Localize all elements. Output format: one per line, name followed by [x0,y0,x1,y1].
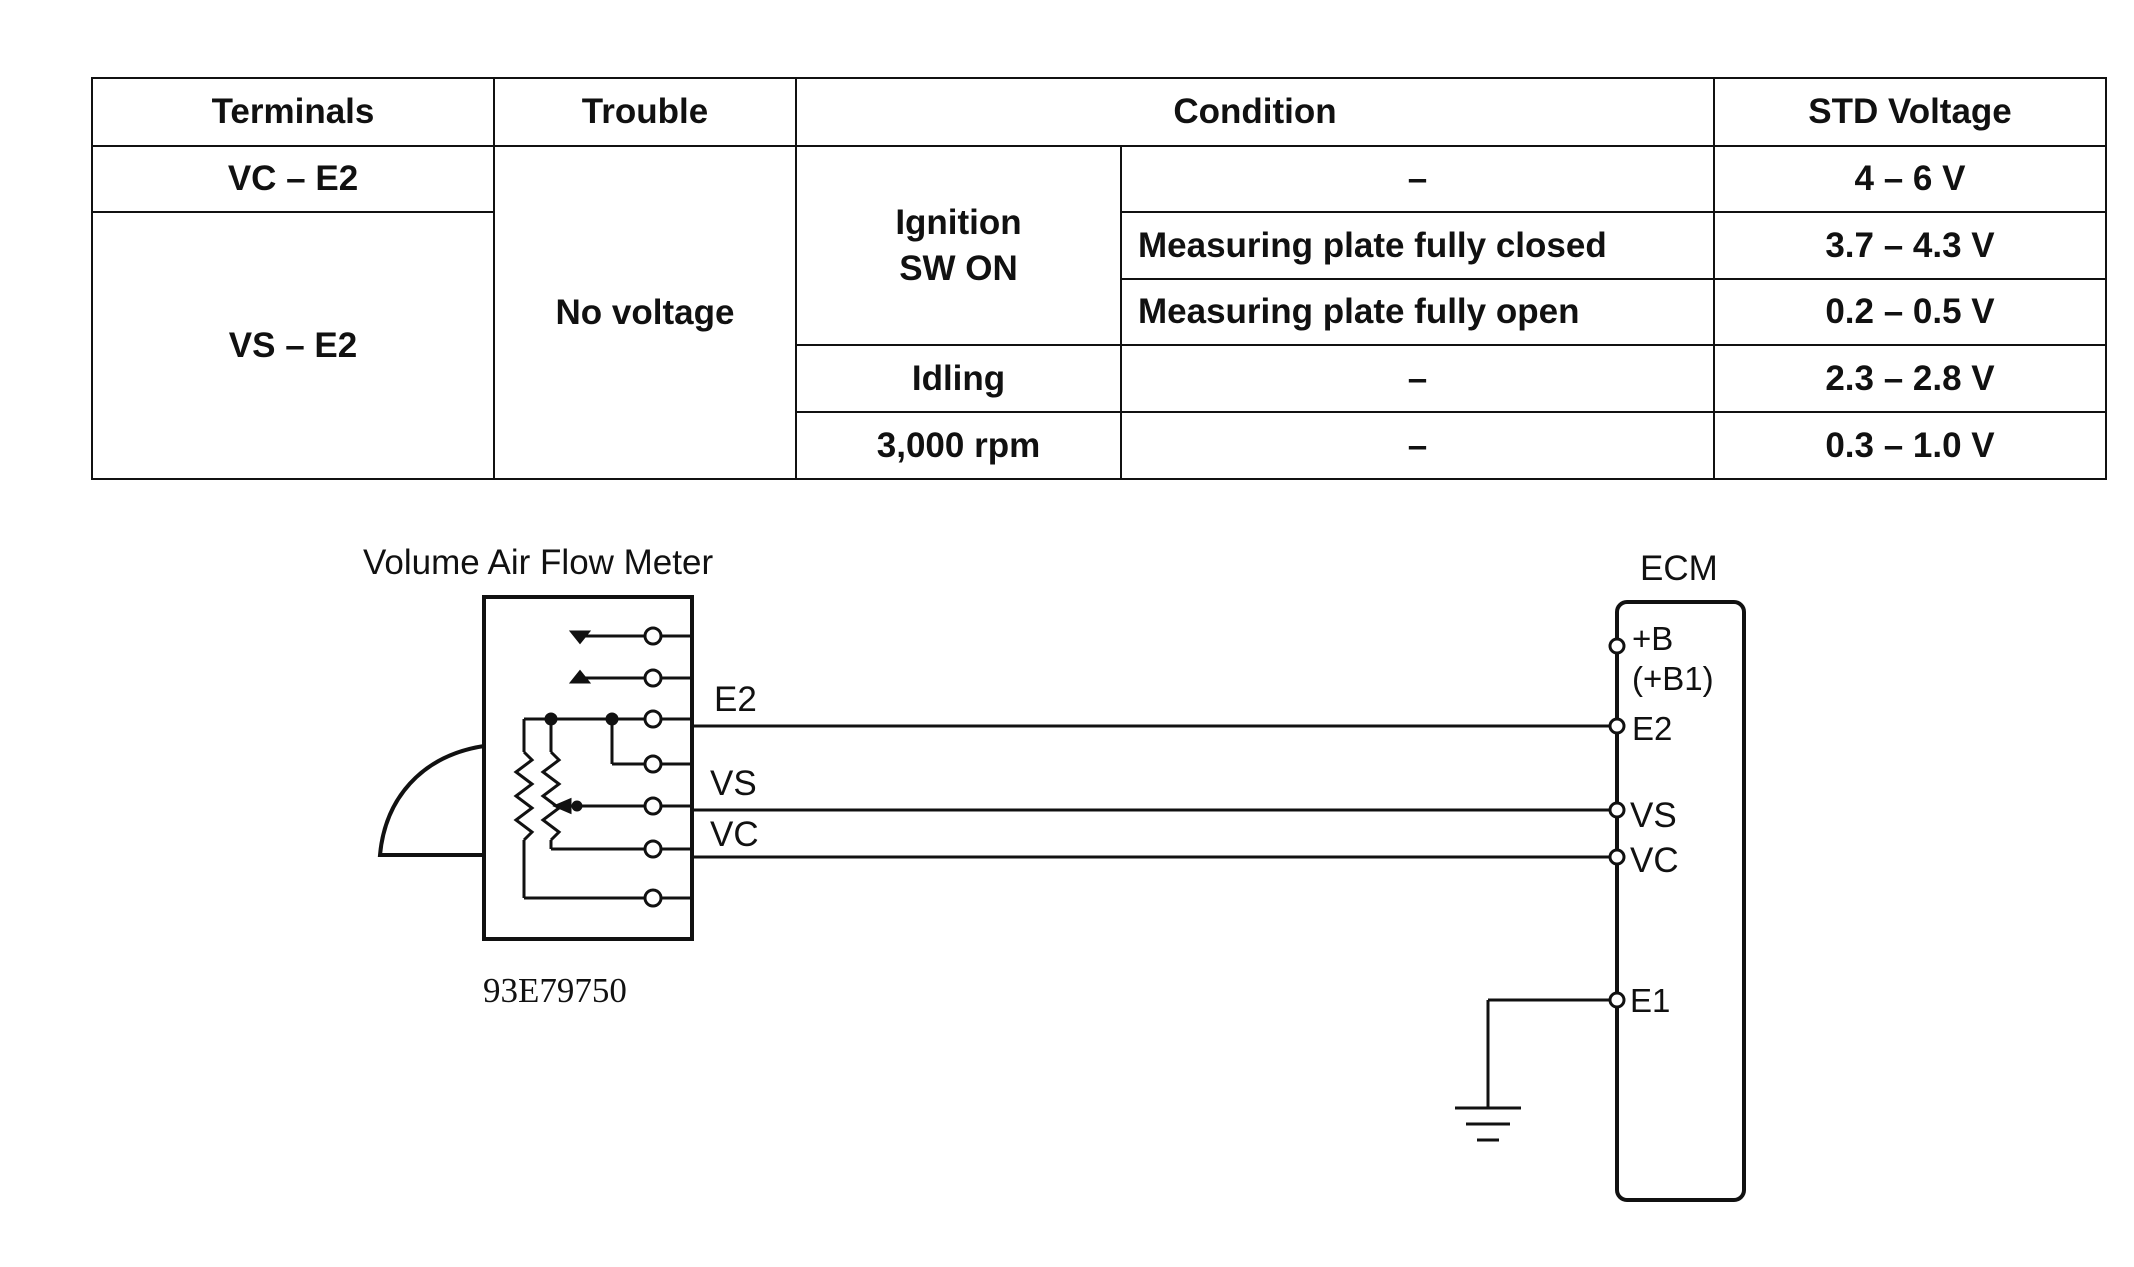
ecm-terminal-e1: E1 [1630,982,1670,1019]
terminal-cell: VC – E2 [91,145,495,213]
ecm-terminal-vs: VS [1630,796,1677,835]
ground-icon [1455,998,1609,1142]
condition-detail-cell: Measuring plate fully open [1120,278,1715,346]
header-terminals: Terminals [91,77,495,147]
std-voltage-table: Terminals Trouble Condition STD Voltage … [91,77,2107,480]
table-row: VC – E2 No voltage Ignition SW ON – 4 – … [91,145,2107,480]
potentiometer-network [513,712,645,900]
condition-detail-cell: Measuring plate fully closed [1120,211,1715,280]
header-trouble: Trouble [493,77,797,147]
header-row: Terminals Trouble Condition STD Voltage [91,77,2107,147]
meter-title: Volume Air Flow Meter [363,543,713,582]
condition-detail-cell: – [1120,344,1715,413]
condition-idling-cell: Idling [795,344,1122,413]
wire-label-vc: VC [710,815,759,854]
voltage-cell: 4 – 6 V [1713,145,2107,213]
wire-label-e2: E2 [714,680,757,719]
voltage-cell: 0.3 – 1.0 V [1713,411,2107,480]
table-row: Measuring plate fully open 0.2 – 0.5 V [92,278,2107,346]
voltage-cell: 0.2 – 0.5 V [1713,278,2107,346]
ecm-title: ECM [1640,549,1718,588]
air-flow-meter-housing [377,595,694,941]
ecm-terminal-pins [1608,637,1626,1009]
ecm-terminal-e2: E2 [1632,710,1672,747]
header-condition: Condition [795,77,1715,147]
table-row: 3,000 rpm – 0.3 – 1.0 V [92,411,2107,480]
voltage-cell: 2.3 – 2.8 V [1713,344,2107,413]
reference-code: 93E79750 [483,971,627,1010]
condition-detail-cell: – [1120,145,1715,213]
ecm-terminal-vc: VC [1630,841,1679,880]
table-row: Idling – 2.3 – 2.8 V [92,344,2107,413]
condition-ignition-line: Ignition [895,203,1022,242]
fuel-pump-switch-contacts [568,630,645,684]
ecm-terminal-b: +B [1632,620,1673,657]
table-row: VS – E2 Measuring plate fully closed 3.7… [91,211,2107,480]
ecm-terminal-b1: (+B1) [1632,660,1714,697]
condition-rpm-cell: 3,000 rpm [795,411,1122,480]
voltage-cell: 3.7 – 4.3 V [1713,211,2107,280]
header-std-voltage: STD Voltage [1713,77,2107,147]
condition-ignition-line: SW ON [899,248,1018,288]
terminal-cell: VS – E2 [91,211,495,480]
condition-detail-cell: – [1120,411,1715,480]
meter-connector-pins [643,626,692,908]
ecm-box [1615,600,1746,1202]
condition-ignition-cell: Ignition SW ON [795,145,1122,346]
wire-label-vs: VS [710,764,757,803]
trouble-cell: No voltage [493,145,797,480]
